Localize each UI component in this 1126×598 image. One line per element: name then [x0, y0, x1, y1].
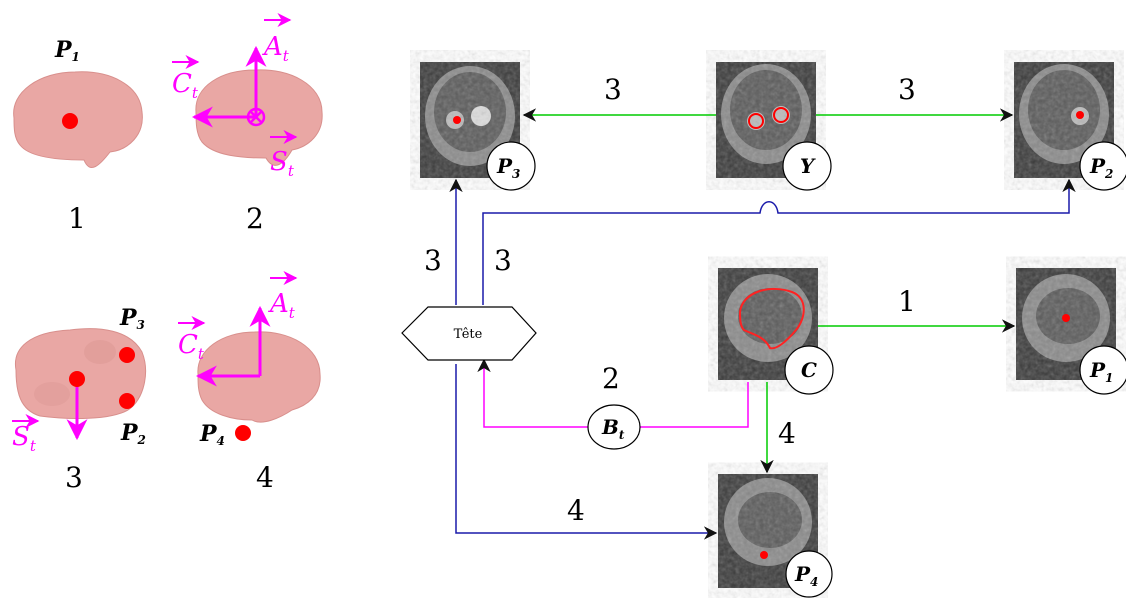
- tete-label: Tête: [454, 327, 483, 342]
- panel-number-3: 3: [65, 461, 83, 494]
- axis-label-s: St: [270, 147, 295, 180]
- brain-shape: [13, 71, 143, 168]
- node-p3: P3: [486, 141, 536, 191]
- svg-text:C: C: [801, 358, 817, 382]
- axis-label-a: At: [262, 32, 290, 65]
- axis-label-c: Ct: [178, 330, 205, 363]
- axis-s-out-of-plane-icon: [246, 107, 266, 127]
- edge-label-tete-to-p3: 3: [424, 244, 442, 277]
- svg-text:P1: P1: [1089, 358, 1113, 385]
- edge-label-c-to-p1: 1: [898, 285, 916, 318]
- brain-panel-1: P1 1: [13, 37, 143, 235]
- edge-label-y-to-p2: 3: [898, 73, 916, 106]
- svg-text:P2: P2: [1089, 154, 1113, 181]
- edge-tete-to-p2: [482, 178, 1076, 305]
- edge-label-y-to-p3: 3: [604, 73, 622, 106]
- node-p2: P2: [1079, 141, 1126, 191]
- mri-p3-thumbnail: [420, 62, 520, 178]
- label-p3: P3: [119, 305, 145, 332]
- bt-node: Bt: [587, 404, 641, 450]
- brain-panel-2: At Ct St 2: [172, 13, 323, 235]
- point-center: [69, 371, 85, 387]
- label-p4: P4: [199, 421, 225, 448]
- mri-point: [453, 116, 461, 124]
- mri-point: [760, 551, 768, 559]
- axis-label-a: At: [268, 289, 296, 322]
- panel-number-1: 1: [68, 202, 86, 235]
- node-p1: P1: [1079, 345, 1126, 395]
- mri-y-thumbnail: [716, 62, 816, 178]
- mri-point: [1076, 111, 1084, 119]
- point-p4: [235, 425, 251, 441]
- edge-label-c-to-p4: 4: [778, 417, 796, 450]
- node-y: Y: [782, 141, 832, 191]
- edge-label-tete-to-p2: 3: [494, 244, 512, 277]
- point-p2: [119, 393, 135, 409]
- panel-number-2: 2: [246, 202, 264, 235]
- svg-text:P4: P4: [794, 562, 818, 589]
- edge-label-c-to-tete: 2: [602, 362, 620, 395]
- point-p1: [62, 113, 78, 129]
- mri-point: [1062, 314, 1070, 322]
- panel-number-4: 4: [256, 461, 274, 494]
- label-p2: P2: [120, 420, 146, 447]
- edge-c-to-bt: [640, 382, 749, 428]
- mri-eye-contour: [773, 107, 789, 123]
- mri-c-thumbnail: [718, 268, 818, 380]
- bt-label: Bt: [601, 415, 625, 442]
- mri-p1-thumbnail: [1016, 268, 1116, 380]
- mri-p4-thumbnail: [718, 474, 818, 588]
- edge-tete-to-p4: [455, 364, 718, 540]
- brain-panel-4: P4 At Ct 4: [178, 271, 321, 494]
- tete-node: Tête: [401, 306, 537, 361]
- edge-bt-to-tete: [477, 358, 588, 428]
- mri-brain-contour: [738, 287, 805, 350]
- svg-text:Y: Y: [800, 154, 816, 178]
- edge-label-tete-to-p4: 4: [567, 494, 585, 527]
- node-p4: P4: [785, 550, 833, 598]
- point-p3: [119, 347, 135, 363]
- svg-text:P3: P3: [496, 154, 520, 181]
- axis-label-s: St: [12, 422, 37, 455]
- node-c: C: [784, 345, 834, 395]
- label-p1: P1: [54, 37, 80, 64]
- mri-eye-contour: [748, 113, 764, 129]
- brain-panel-3: P3 P2 St 3: [12, 305, 146, 494]
- axis-label-c: Ct: [172, 69, 199, 102]
